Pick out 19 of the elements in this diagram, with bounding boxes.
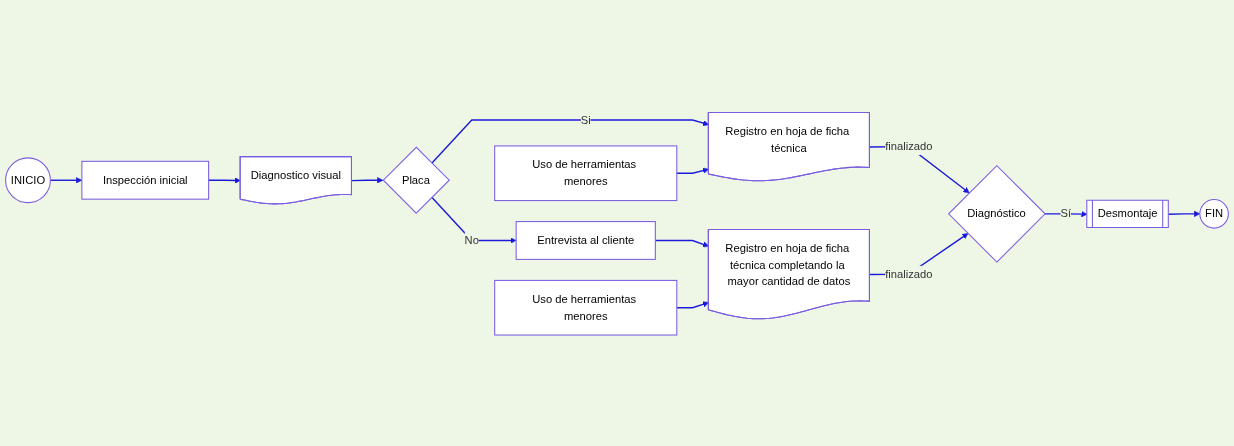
- node-diamond: Placa: [382, 146, 450, 214]
- arrow: [676, 301, 709, 309]
- node-circle: FIN: [1199, 198, 1229, 229]
- arrow: [676, 167, 709, 174]
- node-diamond: Diagnóstico: [947, 164, 1046, 263]
- edge-label: Sí: [1060, 207, 1072, 220]
- edge-label: Si: [580, 113, 591, 126]
- edge-label: finalizado: [885, 139, 933, 152]
- node-box: Entrevista al cliente: [515, 220, 656, 260]
- arrow: [1167, 210, 1201, 217]
- node-box: Uso de herramientas menores: [494, 279, 678, 336]
- node-box: Inspección inicial: [81, 160, 210, 200]
- arrow: [431, 196, 517, 244]
- node-box: Uso de herramientas menores: [494, 145, 678, 201]
- node-circle: INICIO: [5, 157, 51, 203]
- arrow: [351, 176, 384, 183]
- arrow: [431, 119, 709, 164]
- edge-label: finalizado: [885, 267, 933, 280]
- edge-label: No: [464, 233, 479, 246]
